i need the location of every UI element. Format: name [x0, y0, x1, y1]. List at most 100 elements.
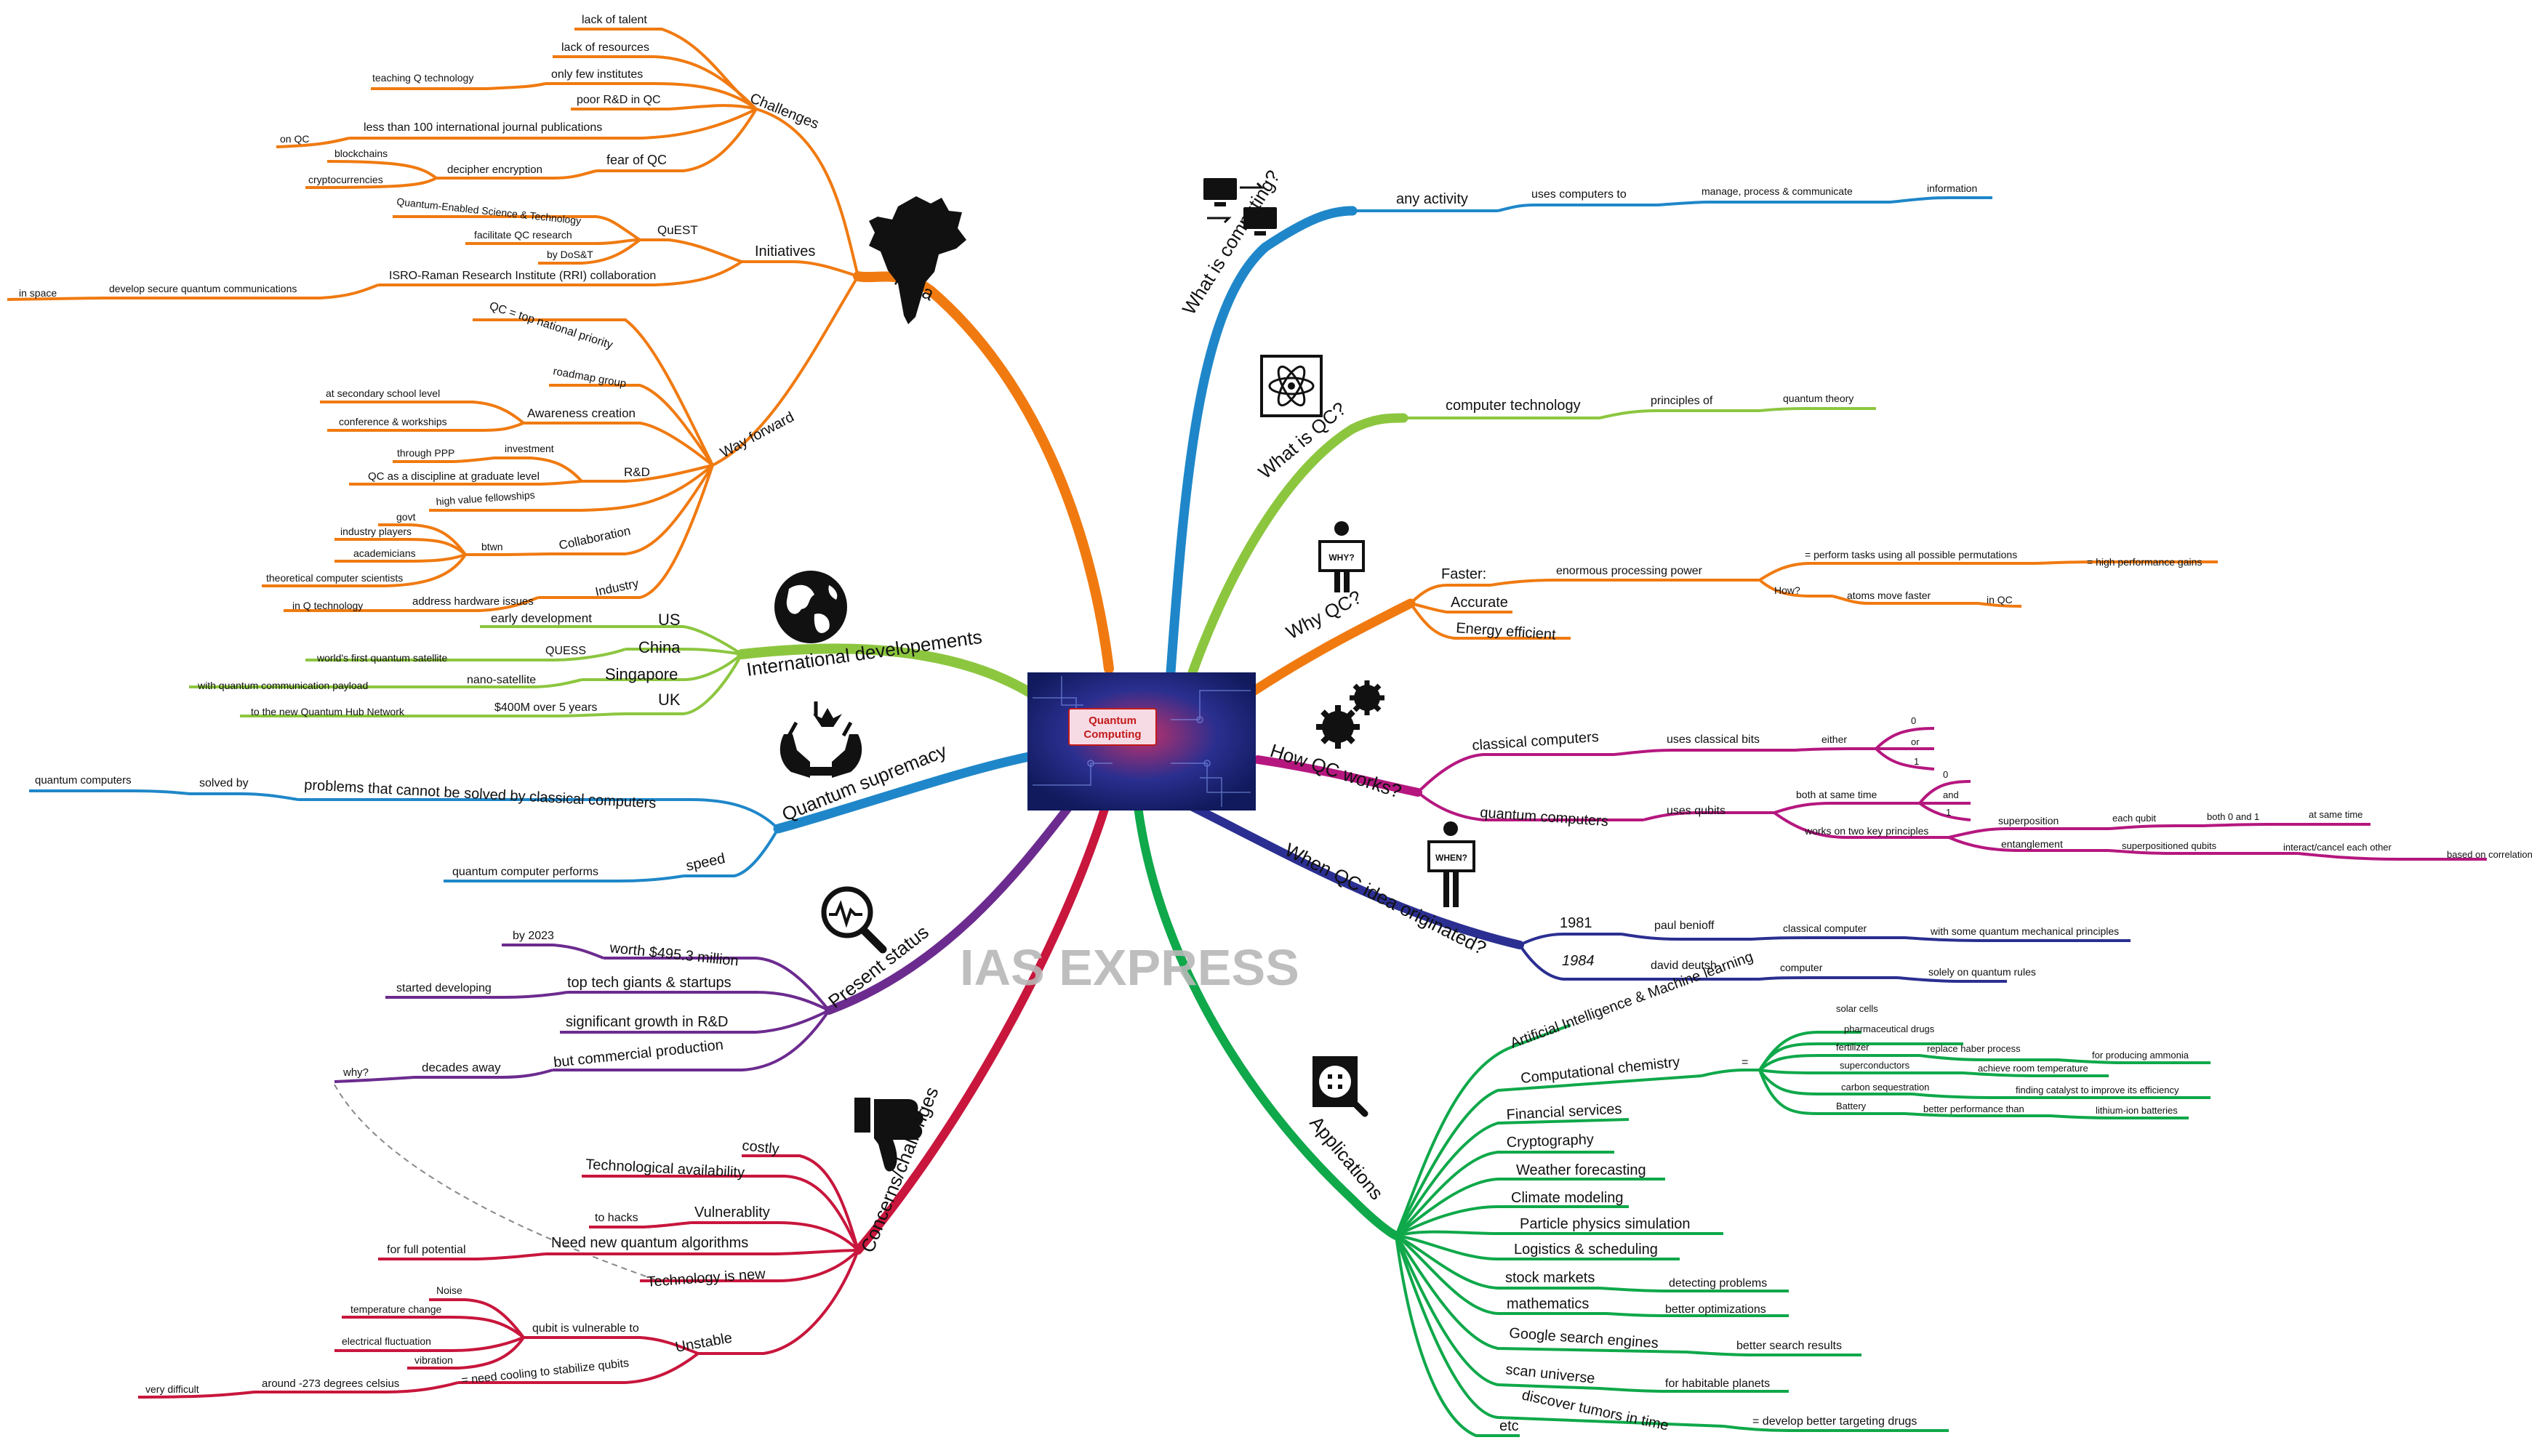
sup-qcomputers: quantum computers	[35, 774, 132, 787]
how-qubits: uses qubits	[1667, 805, 1726, 817]
when-rules: solely on quantum rules	[1928, 966, 2036, 978]
concern-vulnerability: Vulnerablity	[694, 1204, 770, 1220]
india-lack-resources: lack of resources	[561, 41, 649, 54]
magnifier-chip-icon	[1312, 1056, 1368, 1117]
india-collaboration: Collaboration	[558, 523, 632, 552]
app-detecting: detecting problems	[1669, 1277, 1767, 1290]
app-pharma: pharmaceutical drugs	[1844, 1023, 1935, 1034]
how-one-2: 1	[1946, 807, 1951, 818]
app-optim: better optimizations	[1665, 1303, 1766, 1316]
india-decipher: decipher encryption	[447, 164, 542, 176]
why-in-qc: in QC	[1987, 594, 2013, 606]
branch-why-qc	[1238, 598, 1416, 703]
qc-theory: quantum theory	[1783, 393, 1853, 404]
app-better-perf: better performance than	[1923, 1103, 2024, 1114]
concern-celsius: around -273 degrees celsius	[262, 1377, 399, 1390]
center-title-2: Computing	[1083, 728, 1141, 741]
india-secure-comm: develop secure quantum communications	[109, 283, 297, 294]
concern-qubit-vuln: qubit is vulnerable to	[532, 1322, 639, 1335]
how-interact: interact/cancel each other	[2283, 842, 2392, 853]
present-started: started developing	[396, 982, 492, 994]
intl-china: China	[638, 638, 681, 656]
present-worth: worth $495.3 million	[608, 940, 739, 970]
why-gains: = high performance gains	[2087, 556, 2202, 568]
india-in-space: in space	[19, 287, 57, 299]
how-both01: both 0 and 1	[2207, 811, 2259, 822]
india-few-institutes: only few institutes	[551, 68, 643, 81]
app-solar: solar cells	[1836, 1003, 1878, 1014]
india-btwn: btwn	[481, 541, 503, 552]
india-quest-full: Quantum-Enabled Science & Technology	[396, 196, 582, 227]
india-fellowships: high value fellowships	[436, 489, 535, 507]
when-1981: 1981	[1560, 915, 1592, 931]
app-cryptography: Cryptography	[1506, 1132, 1594, 1151]
when-principles: with some quantum mechanical principles	[1930, 925, 2119, 937]
concern-tech-new: Technology is new	[646, 1266, 766, 1290]
how-classical: classical computers	[1472, 729, 1600, 754]
app-carbon: carbon sequestration	[1841, 1082, 1929, 1093]
why-permutations: = perform tasks using all possible permu…	[1805, 549, 2017, 560]
concern-full-potential: for full potential	[387, 1244, 466, 1256]
india-teaching: teaching Q technology	[372, 72, 473, 84]
app-logistics: Logistics & scheduling	[1514, 1242, 1658, 1258]
present-decades: decades away	[422, 1061, 501, 1074]
intl-us: US	[658, 611, 681, 629]
india-fear: fear of QC	[606, 153, 667, 167]
when-computer: computer	[1780, 962, 1823, 973]
india-dost: by DoS&T	[547, 249, 593, 260]
india-hardware: address hardware issues	[412, 595, 534, 608]
watermark: IAS EXPRESS	[960, 939, 1299, 996]
when-classical: classical computer	[1783, 922, 1867, 934]
branch-present	[825, 803, 1073, 1015]
app-etc: etc	[1499, 1418, 1519, 1434]
app-room-temp: achieve room temperature	[1978, 1063, 2088, 1074]
intl-singapore: Singapore	[605, 665, 678, 683]
branch-concerns	[854, 803, 1110, 1255]
concern-costly: costly	[741, 1138, 779, 1157]
app-lithium: lithium-ion batteries	[2096, 1105, 2178, 1116]
india-poor-rd: poor R&D in QC	[577, 94, 661, 106]
concern-noise: Noise	[436, 1284, 462, 1296]
concern-unstable: Unstable	[674, 1330, 734, 1356]
intl-uk-money: $400M over 5 years	[494, 701, 597, 714]
present-commercial: but commercial production	[553, 1037, 724, 1071]
india-investment: investment	[505, 443, 554, 454]
india-academicians: academicians	[353, 547, 416, 559]
app-haber: replace haber process	[1927, 1043, 2021, 1054]
how-same-time: both at same time	[1796, 789, 1877, 800]
branch-what-qc	[1187, 413, 1408, 677]
india-on-qc: on QC	[280, 133, 309, 145]
intl-nano: nano-satellite	[467, 674, 536, 686]
computing-uses: uses computers to	[1531, 188, 1627, 201]
india-discipline: QC as a discipline at graduate level	[368, 470, 540, 483]
present-why: why?	[342, 1066, 369, 1079]
branch-when-qc	[1188, 803, 1524, 949]
india-blockchains: blockchains	[334, 148, 388, 159]
how-at-same-time: at same time	[2309, 809, 2362, 820]
globe-icon	[774, 571, 847, 643]
app-supercond: superconductors	[1840, 1060, 1910, 1071]
atom-icon	[1260, 355, 1323, 417]
intl-us-early: early development	[491, 611, 592, 625]
how-superpositioned: superpositioned qubits	[2122, 840, 2217, 851]
when-1984: 1984	[1562, 953, 1595, 969]
app-planets: for habitable planets	[1665, 1377, 1770, 1390]
india-challenges: Challenges	[748, 90, 821, 132]
center-title-1: Quantum	[1089, 715, 1137, 727]
india-map-icon	[869, 196, 966, 324]
present-by2023: by 2023	[513, 930, 554, 942]
concern-electrical: electrical fluctuation	[342, 1335, 431, 1347]
sup-speed: speed	[684, 850, 726, 874]
qc-tech: computer technology	[1446, 398, 1581, 414]
app-tumors: discover tumors in time	[1520, 1387, 1670, 1433]
india-priority: QC = top national priority	[488, 300, 614, 352]
india-in-q-tech: in Q technology	[292, 600, 363, 611]
india-awareness: Awareness creation	[527, 406, 636, 420]
app-eq: =	[1742, 1056, 1748, 1069]
intl-hub: to the new Quantum Hub Network	[251, 706, 405, 717]
concern-to-hacks: to hacks	[595, 1212, 638, 1224]
india-govt: govt	[396, 511, 416, 523]
app-math: mathematics	[1507, 1296, 1589, 1312]
app-ammonia: for producing ammonia	[2092, 1050, 2189, 1061]
when-deutsh: david deutsh	[1651, 960, 1717, 972]
